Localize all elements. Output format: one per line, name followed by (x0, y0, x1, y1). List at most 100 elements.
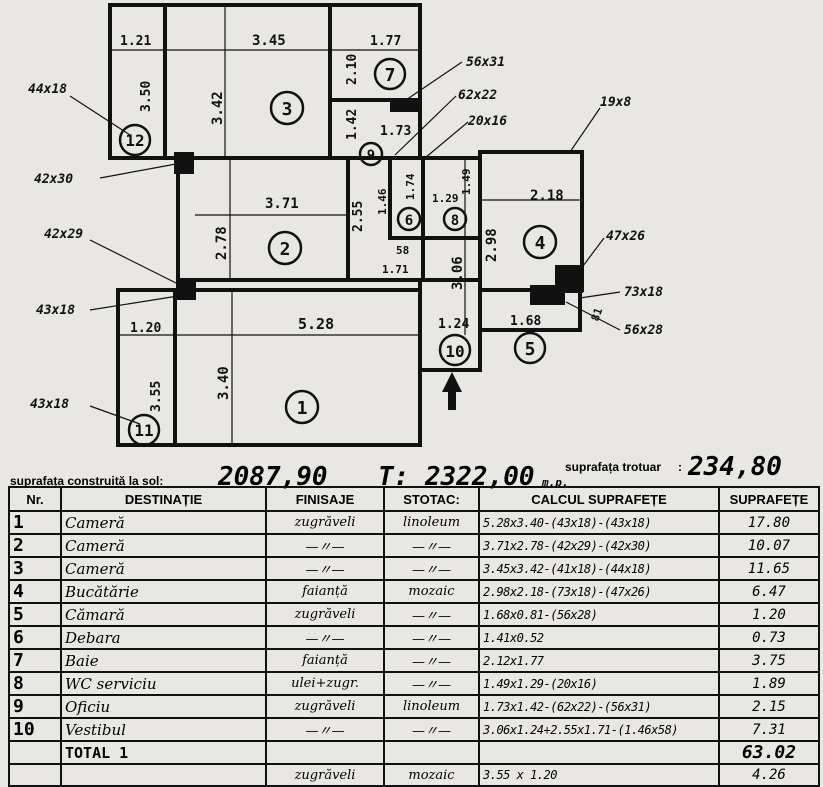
row-number: 7 (8, 648, 62, 673)
destination: Cameră (60, 556, 267, 581)
col-header-nr: Nr. (8, 486, 62, 512)
opening-42x29: 42x29 (44, 227, 83, 242)
room-number-8: 8 (451, 213, 459, 229)
surface-calculation: 2.98x2.18-(73x18)-(47x26) (478, 579, 720, 604)
room-marker-5 (513, 331, 547, 365)
destination: Baie (60, 648, 267, 673)
floor-finish: linoleum (383, 510, 480, 535)
room-number-2: 2 (280, 239, 291, 260)
finishes: zugrăveli (265, 602, 385, 627)
surface-calculation: 3.55 x 1.20 (478, 763, 720, 787)
floor-finish: —〃— (383, 602, 480, 627)
room-number-5: 5 (525, 339, 536, 360)
dim-3-40: 3.40 (216, 366, 232, 400)
col-header-finishes: FINISAJE (265, 486, 385, 512)
opening-56x28: 56x28 (624, 323, 663, 338)
surface-calculation: 3.06x1.24+2.55x1.71-(1.46x58) (478, 717, 720, 742)
dim-3-45: 3.45 (252, 33, 286, 49)
room-number-9: 9 (367, 148, 375, 164)
surface-calculation: 1.41x0.52 (478, 625, 720, 650)
destination (60, 763, 267, 787)
row-number: 5 (8, 602, 62, 627)
surface-value: 6.47 (718, 579, 820, 604)
col-header-surface: SUPRAFEȚE (718, 486, 820, 512)
finishes (265, 740, 385, 765)
finishes: ulei+zugr. (265, 671, 385, 696)
floor-finish (383, 740, 480, 765)
dim-58: 58 (396, 244, 409, 257)
finishes: —〃— (265, 625, 385, 650)
room-number-7: 7 (385, 65, 396, 86)
dim-2-18: 2.18 (530, 188, 564, 204)
surface-value: 10.07 (718, 533, 820, 558)
surface-value: 17.80 (718, 510, 820, 535)
sidewalk-colon: : (678, 460, 682, 474)
floor-finish: —〃— (383, 533, 480, 558)
table-header-row: Nr. DESTINAȚIE FINISAJE STOTAC: CALCUL S… (8, 486, 820, 512)
room-number-12: 12 (125, 131, 144, 150)
surface-table: Nr. DESTINAȚIE FINISAJE STOTAC: CALCUL S… (8, 486, 820, 787)
row-number: 1 (8, 510, 62, 535)
surface-value: 3.75 (718, 648, 820, 673)
opening-43x18-a: 43x18 (36, 303, 75, 318)
destination: WC serviciu (60, 671, 267, 696)
room-marker-1 (284, 389, 320, 425)
room-marker-4 (522, 224, 558, 260)
row-number: 4 (8, 579, 62, 604)
destination: TOTAL 1 (60, 740, 267, 765)
dim-5-28: 5.28 (298, 315, 334, 333)
total-area-unit: m.p. (542, 476, 569, 489)
entrance-arrow-icon (442, 372, 462, 410)
row-number: 6 (8, 625, 62, 650)
room-marker-9 (358, 141, 384, 167)
finishes: —〃— (265, 556, 385, 581)
wall-room-2 (176, 156, 350, 282)
surface-value: 63.02 (718, 740, 820, 765)
opening-44x18: 44x18 (28, 82, 67, 97)
dim-81: 81 (589, 306, 606, 323)
surface-calculation: 3.45x3.42-(41x18)-(44x18) (478, 556, 720, 581)
dim-3-42: 3.42 (210, 91, 226, 125)
floor-finish: mozaic (383, 763, 480, 787)
dim-1-20: 1.20 (130, 321, 161, 336)
room-number-11: 11 (134, 421, 153, 440)
floor-finish: —〃— (383, 625, 480, 650)
dim-3-50: 3.50 (139, 81, 154, 112)
floor-plan: 1 2 3 4 5 6 7 8 9 10 11 12 1.21 3.45 1.7… (28, 3, 663, 447)
finishes: zugrăveli (265, 510, 385, 535)
dim-2-98: 2.98 (484, 228, 500, 262)
room-marker-12 (118, 123, 152, 157)
opening-43x18-b: 43x18 (30, 397, 69, 412)
dim-1-77: 1.77 (370, 34, 401, 49)
row-number: 8 (8, 671, 62, 696)
dim-1-73: 1.73 (380, 124, 411, 139)
surface-calculation: 1.68x0.81-(56x28) (478, 602, 720, 627)
table-row: TOTAL 1 63.02 (8, 740, 820, 765)
dim-2-78: 2.78 (214, 226, 230, 260)
dim-3-06: 3.06 (450, 256, 466, 290)
opening-56x31: 56x31 (466, 55, 505, 70)
floor-finish: —〃— (383, 671, 480, 696)
dim-2-55: 2.55 (351, 201, 366, 232)
dim-1-71: 1.71 (382, 263, 409, 276)
row-number (8, 740, 62, 765)
finishes: faianță (265, 579, 385, 604)
dim-1-49: 1.49 (460, 169, 473, 196)
row-number: 9 (8, 694, 62, 719)
room-marker-11 (127, 413, 161, 447)
dim-1-74: 1.74 (404, 173, 417, 200)
wall-room-1 (116, 288, 422, 447)
destination: Vestibul (60, 717, 267, 742)
surface-calculation: 5.28x3.40-(43x18)-(43x18) (478, 510, 720, 535)
dim-3-71: 3.71 (265, 196, 299, 212)
dim-1-42: 1.42 (345, 109, 360, 140)
col-header-calculation: CALCUL SUPRAFEȚE (478, 486, 720, 512)
surface-calculation (478, 740, 720, 765)
opening-47x26: 47x26 (606, 229, 645, 244)
destination: Cămară (60, 602, 267, 627)
